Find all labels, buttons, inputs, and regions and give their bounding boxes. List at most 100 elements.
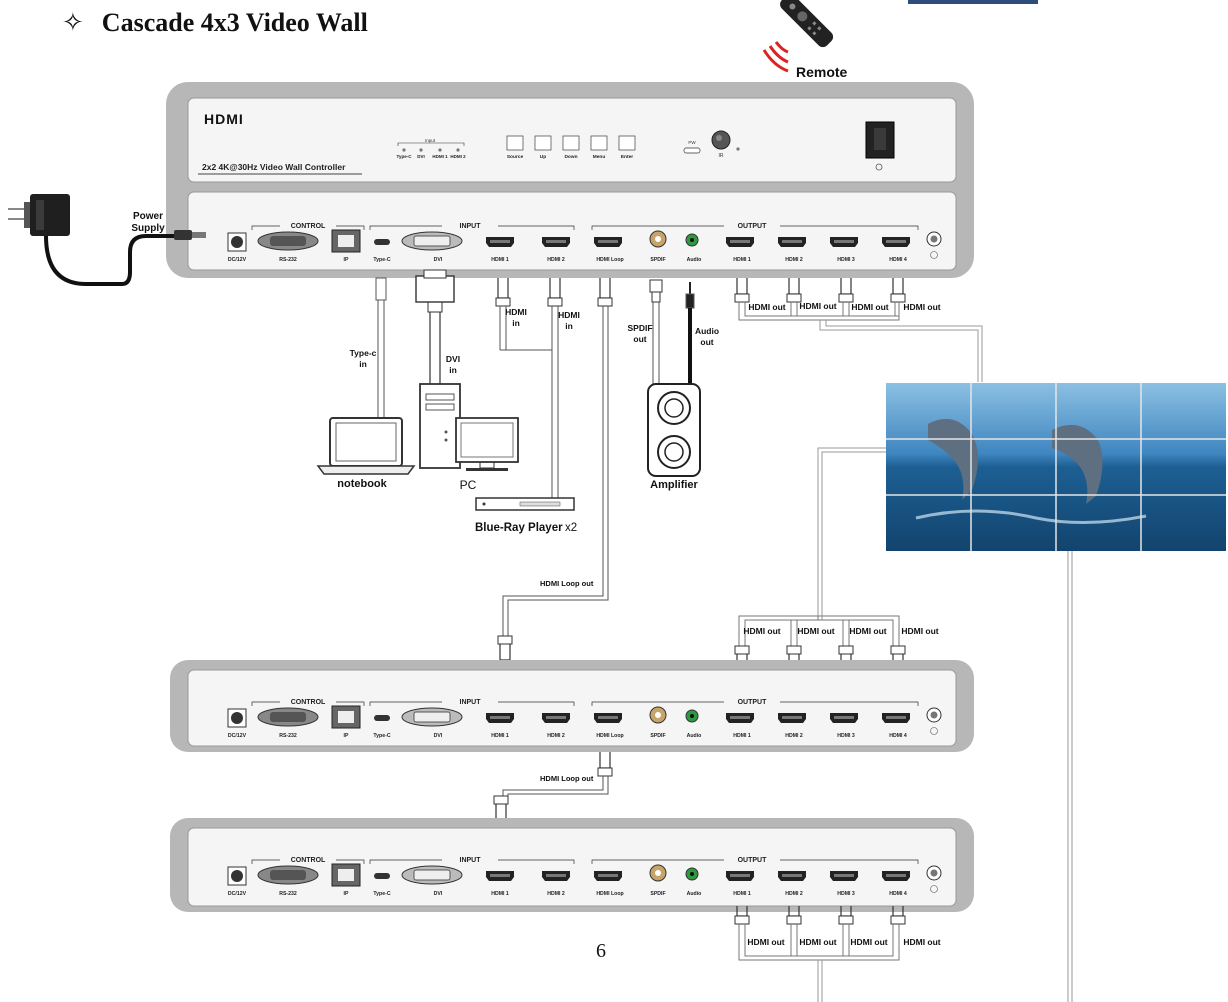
section-control-title: CONTROL	[291, 699, 326, 706]
port-label-6: HDMI 1	[491, 257, 509, 263]
input-led-label-2: DVI	[417, 154, 425, 159]
port-label-13: HDMI 3	[837, 257, 855, 263]
hdmi-out-label-2: HDMI out	[799, 301, 836, 311]
notebook-device: notebook	[316, 417, 416, 490]
hdmi-out-label-1: HDMI out	[748, 302, 785, 312]
port-label-2: RS-232	[279, 257, 297, 263]
main-unit: HDMI 2x2 4K@30Hz Video Wall Controller I…	[166, 82, 974, 278]
front-button-label-enter: Enter	[621, 154, 633, 160]
front-button-down[interactable]	[562, 135, 580, 151]
model-name: 2x2 4K@30Hz Video Wall Controller	[202, 162, 346, 172]
front-button-label-down: Down	[564, 154, 577, 160]
laptop-icon	[316, 417, 416, 475]
front-button-label-source: Source	[507, 154, 524, 160]
input-led-label-4: HDMI 2	[450, 154, 466, 159]
port-label-6: HDMI 1	[491, 733, 509, 739]
front-button-up[interactable]	[534, 135, 552, 151]
power-supply-label-2: Supply	[131, 223, 165, 234]
input-led-3	[438, 148, 442, 152]
ir-signal-icon	[768, 45, 789, 64]
port-label-5: DVI	[434, 733, 443, 739]
port-label-8: HDMI Loop	[596, 257, 623, 263]
section-output-title: OUTPUT	[738, 857, 768, 864]
ground-icon	[930, 251, 938, 259]
section-output-title: OUTPUT	[738, 223, 768, 230]
remote-label: Remote	[796, 64, 848, 80]
port-label-13: HDMI 3	[837, 891, 855, 897]
port-label-7: HDMI 2	[547, 257, 565, 263]
amplifier-label: Amplifier	[650, 479, 698, 491]
input-led-label-1: Type-C	[397, 154, 413, 159]
dvi-in-label-1: DVI	[446, 354, 460, 364]
port-label-12: HDMI 2	[785, 891, 803, 897]
port-label-3: IP	[344, 733, 349, 739]
unit3-rear-panel	[187, 827, 957, 907]
port-label-9: SPDIF	[650, 733, 665, 739]
wall-feed-cables	[817, 447, 1073, 1002]
ground-icon	[930, 727, 938, 735]
spdif-out-label-1: SPDIF	[627, 323, 652, 333]
section-control-title: CONTROL	[291, 857, 326, 864]
input-led-2	[419, 148, 423, 152]
page-number: 6	[596, 940, 606, 962]
type-c-in-label-1: Type-c	[350, 348, 377, 358]
port-label-1: DC/12V	[228, 257, 247, 263]
bluray-player-icon	[475, 497, 575, 511]
hdmi-out-label-4: HDMI out	[903, 302, 940, 312]
amplifier-device: Amplifier	[647, 383, 701, 491]
type-c-port	[374, 239, 390, 245]
power-supply-label-1: Power	[133, 211, 163, 222]
section-input-title: INPUT	[460, 857, 482, 864]
hdmi-loop-out-label-2: HDMI Loop out	[540, 774, 594, 783]
front-button-menu[interactable]	[590, 135, 608, 151]
front-button-label-menu: Menu	[593, 154, 606, 160]
front-button-source[interactable]	[506, 135, 524, 151]
port-label-3: IP	[344, 257, 349, 263]
section-input-title: INPUT	[460, 223, 482, 230]
port-label-9: SPDIF	[650, 891, 665, 897]
unit3-hdmi-out-label-2: HDMI out	[799, 937, 836, 947]
pc-device: PC	[419, 383, 519, 492]
hdmi-logo: HDMI	[204, 111, 244, 127]
audio-out-label-1: Audio	[695, 326, 719, 336]
audio-out-label-2: out	[700, 337, 713, 347]
unit2-rear-panel	[187, 669, 957, 747]
type-c-port	[374, 715, 390, 721]
pc-label: PC	[460, 478, 477, 492]
input-led-label-3: HDMI 1	[432, 154, 448, 159]
unit2-hdmi-out-label-4: HDMI out	[901, 626, 938, 636]
hdmi-in-b-label-2: in	[565, 321, 573, 331]
video-wall	[886, 383, 1226, 551]
page-heading: ✧Cascade 4x3 Video Wall	[62, 8, 368, 38]
spdif-out-label-2: out	[633, 334, 646, 344]
hdmi-out-label-3: HDMI out	[851, 302, 888, 312]
unit3-hdmi-out-label-3: HDMI out	[850, 937, 887, 947]
front-button-enter[interactable]	[618, 135, 636, 151]
unit2-hdmi-out-label-1: HDMI out	[743, 626, 780, 636]
type-c-in-label-2: in	[359, 359, 367, 369]
unit3-hdmi-out-label-1: HDMI out	[747, 937, 784, 947]
input-led-title: Input	[425, 138, 436, 143]
port-label-14: HDMI 4	[889, 733, 907, 739]
port-label-11: HDMI 1	[733, 733, 751, 739]
unit2-hdmi-out-label-3: HDMI out	[849, 626, 886, 636]
unit3-hdmi-out-label-4: HDMI out	[903, 937, 940, 947]
notebook-label: notebook	[337, 478, 387, 490]
remote-control[interactable]: Remote	[762, 0, 848, 80]
port-label-10: Audio	[687, 257, 702, 263]
unit2-hdmi-out-label-2: HDMI out	[797, 626, 834, 636]
pw-label: PW	[688, 140, 696, 145]
bluray-label: Blue-Ray Player	[475, 522, 563, 534]
section-output-title: OUTPUT	[738, 699, 768, 706]
port-label-11: HDMI 1	[733, 257, 751, 263]
port-label-14: HDMI 4	[889, 257, 907, 263]
bluray-count: x2	[565, 522, 577, 534]
section-input-title: INPUT	[460, 699, 482, 706]
